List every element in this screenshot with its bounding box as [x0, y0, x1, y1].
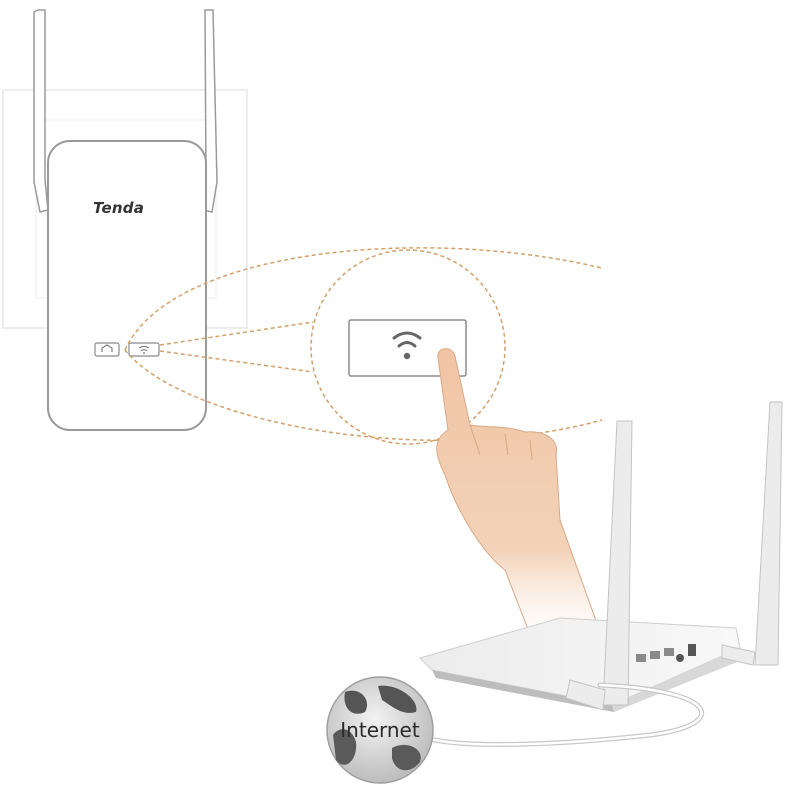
range-extender [47, 140, 207, 431]
router-antennas [565, 401, 783, 711]
extender-wps-button [128, 342, 160, 357]
home-button-icon [94, 342, 120, 357]
wps-button-zoomed [348, 319, 467, 377]
wifi-icon [392, 331, 422, 348]
extender-brand-logo: Tenda [93, 199, 145, 217]
zoom-callout [124, 247, 603, 445]
internet-label: Internet [340, 718, 420, 742]
hand-pointer-icon [436, 348, 611, 661]
globe-icon [326, 676, 434, 784]
router-lan-ports [636, 644, 696, 662]
extender-antennas [33, 9, 218, 213]
router-icon [419, 401, 783, 712]
